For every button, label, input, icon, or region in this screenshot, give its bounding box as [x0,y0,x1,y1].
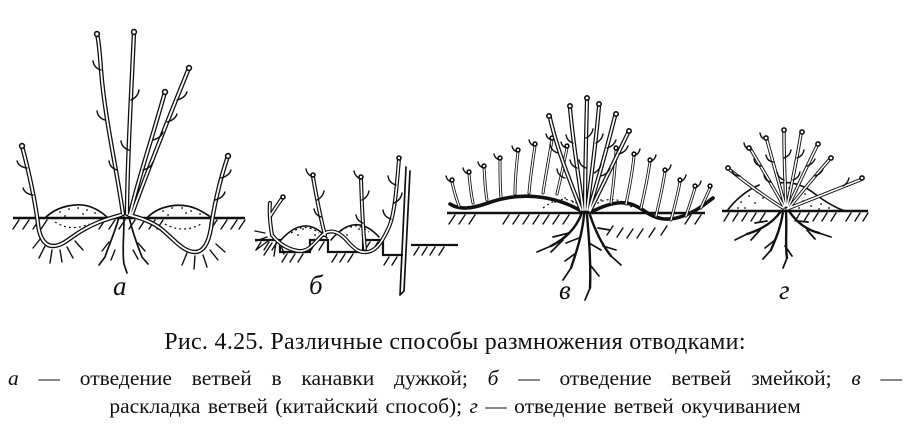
panel-label-b: б [309,270,323,300]
central-stems [546,95,633,211]
panel-label-a: а [113,271,127,301]
ground-steps [255,238,458,266]
caption-item-text-v: раскладка ветвей (китайский способ); [109,394,470,418]
caption-item-text-a: — отведение ветвей в канавки дужкой; [18,366,488,390]
panel-label-v: в [559,275,571,305]
caption-item-text-g: — отведение ветвей окучиванием [477,394,801,418]
soil-mounds [44,204,213,230]
stake [399,166,411,296]
roots [536,213,622,301]
drawing-serpentine-layering [254,155,458,296]
caption-item-letter-v: в [851,366,861,390]
caption-item-text-b: — отведение ветвей змейкой; [498,366,852,390]
drawing-chinese-layering [445,95,715,301]
figure-caption-line-3: раскладка ветвей (китайский способ); г —… [0,394,910,419]
shoots [445,133,713,222]
figure-caption-title: Рис. 4.25. Различные способы размножения… [164,329,746,355]
caption-item-dash-v: — [860,366,902,390]
caption-item-letter-a: а [8,366,19,390]
roots [734,209,832,269]
soil-mounds [280,223,380,241]
branches [267,155,403,255]
branches [16,28,232,252]
panel-label-g: г [779,275,790,305]
roots [254,230,285,257]
drawing-arch-layering [12,28,246,274]
caption-item-letter-b: б [487,366,499,390]
branches [725,127,865,211]
roots [32,216,226,274]
figure-caption-line-2: а — отведение ветвей в канавки дужкой; б… [8,366,902,391]
caption-item-letter-g: г [469,394,478,418]
drawing-mound-layering [722,127,869,269]
